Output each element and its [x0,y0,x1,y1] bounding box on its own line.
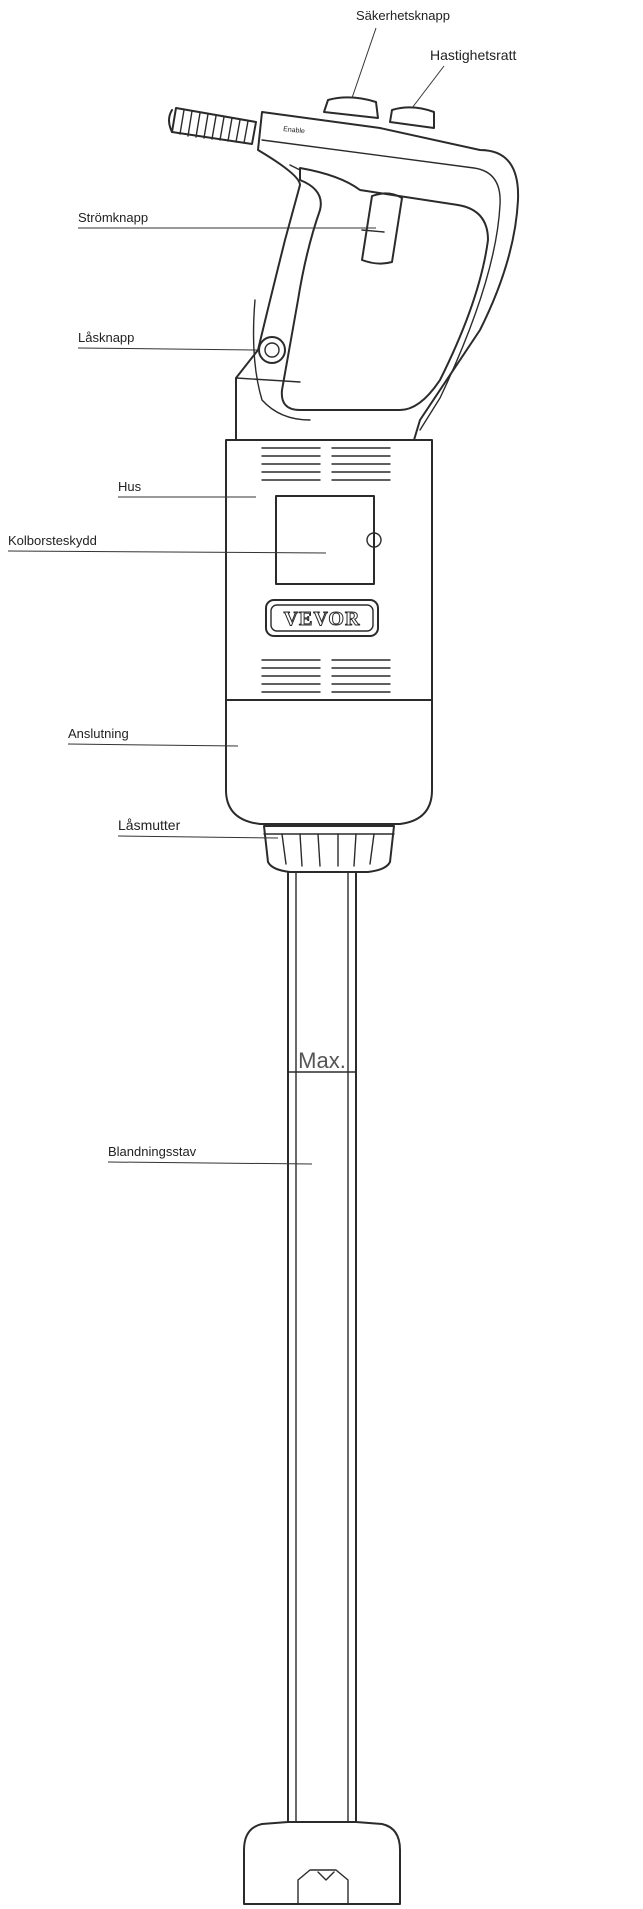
vevor-logo: VEVOR [284,608,361,630]
leader-lines [7,27,445,1165]
max-marking: Max. [298,1048,346,1073]
blade-guard-shape [243,1821,401,1905]
label-speed-knob: Hastighetsratt [430,47,516,63]
lock-nut-shape [263,825,395,873]
blending-shaft-shape [287,871,357,1823]
label-connection: Anslutning [68,726,129,741]
leader-safety-button [351,27,377,99]
power-cord [168,107,257,145]
speed-knob-shape [389,106,435,129]
label-brush-cover: Kolborsteskydd [8,533,97,548]
leader-speed-knob [411,65,445,109]
blender-device: Enable VEVOR Max. [168,96,520,1905]
label-lock-nut: Låsmutter [118,817,181,833]
label-lock-button: Låsknapp [78,330,134,345]
leader-connection [67,743,239,747]
leader-lock-nut [117,835,279,839]
leader-lock-button [77,347,259,351]
enable-marking: Enable [283,126,306,135]
leader-brush-cover [7,550,327,554]
label-blending-shaft: Blandningsstav [108,1144,197,1159]
motor-housing [225,439,433,701]
connection-section [225,699,433,825]
safety-button-shape [323,96,379,119]
label-housing: Hus [118,479,142,494]
part-labels: Säkerhetsknapp Hastighetsratt Strömknapp… [8,8,516,1159]
label-power-button: Strömknapp [78,210,148,225]
label-safety-button: Säkerhetsknapp [356,8,450,23]
leader-blending-shaft [107,1161,313,1165]
lock-button-shape [258,336,286,364]
handle [235,111,520,441]
power-trigger-shape [361,192,403,265]
